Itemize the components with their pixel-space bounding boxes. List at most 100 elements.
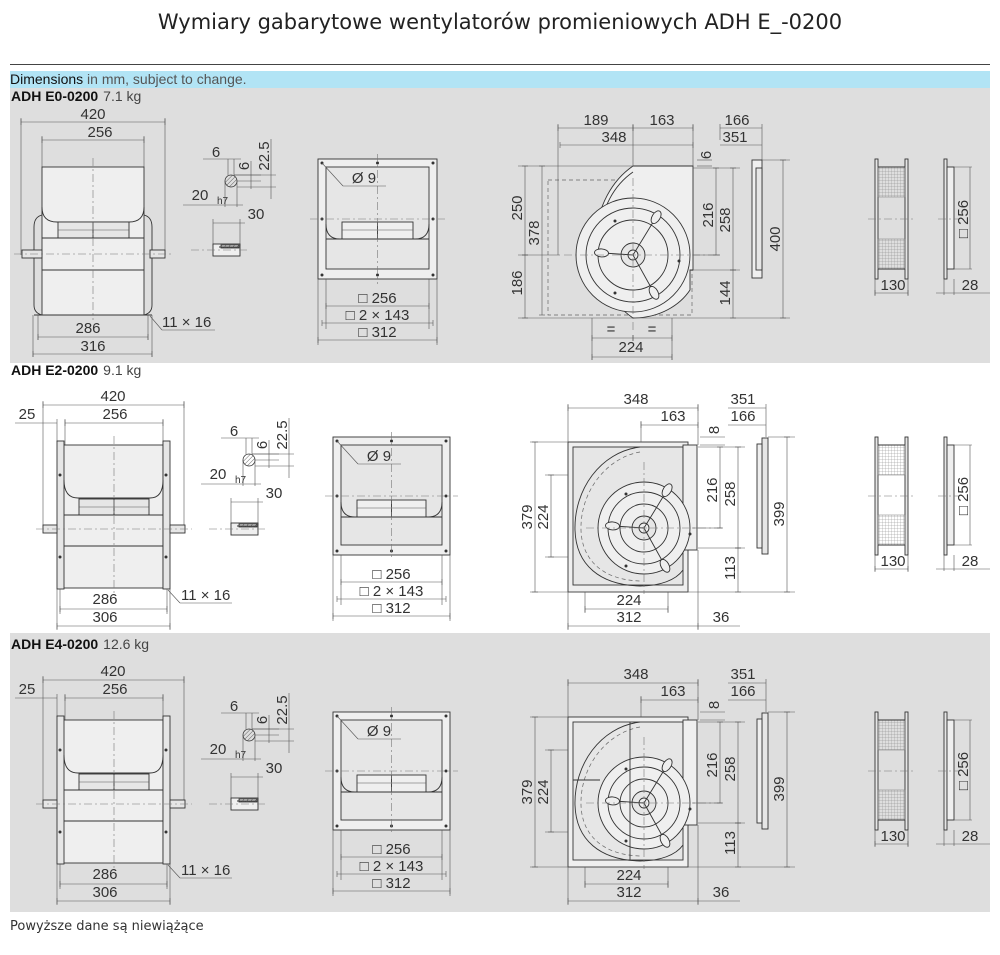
drawing-line xyxy=(336,440,359,465)
bolt-hole xyxy=(624,839,628,843)
base-outer-label: 312 xyxy=(616,884,641,901)
bolt-hole xyxy=(444,714,448,718)
drawing-line xyxy=(336,715,359,740)
scroll-right-label: 163 xyxy=(649,112,674,129)
shaft-extension-label: 25 xyxy=(19,406,36,423)
scroll-height-label: 379 xyxy=(519,504,536,529)
flange-outer-label: □ 312 xyxy=(358,324,396,341)
drawing-outline xyxy=(162,715,171,865)
bolt-hole xyxy=(58,748,62,752)
shaft-height-label: 22.5 xyxy=(274,695,291,724)
radius-258-label: 258 xyxy=(722,756,739,781)
drawing-outline xyxy=(756,443,763,549)
flange-opening-label: □ 256 xyxy=(372,566,410,583)
disclaimer-footer: Powyższe dane są niewiążące xyxy=(10,919,204,934)
key-width-label: 6 xyxy=(230,423,238,440)
radius-258-label: 258 xyxy=(717,207,734,232)
side-width-label: 130 xyxy=(880,828,905,845)
drawing-outline xyxy=(56,440,65,590)
banner-note: in mm, subject to change. xyxy=(83,71,247,87)
bolt-hole xyxy=(624,492,628,496)
side-square-label: □ 256 xyxy=(955,200,972,238)
drawing-outline xyxy=(877,238,906,270)
model-weight: 7.1 kg xyxy=(103,88,142,104)
bolt-hole xyxy=(431,273,435,277)
flange-offset-label: 166 xyxy=(730,683,755,700)
hole-diameter-label: Ø 9 xyxy=(367,448,391,465)
drawing-contour xyxy=(63,479,164,499)
below-outlet-label: 144 xyxy=(717,280,734,305)
impeller-spoke-mount xyxy=(659,833,671,848)
drawing-outline xyxy=(62,444,164,589)
bolt-hole xyxy=(376,161,379,165)
drawing-circle xyxy=(242,728,256,742)
scroll-width-label: 348 xyxy=(601,129,626,146)
scroll-width-label: 348 xyxy=(623,391,648,408)
scroll-right-label: 163 xyxy=(660,683,685,700)
key-depth-label: 6 xyxy=(236,162,253,170)
foot-inner-label: 286 xyxy=(75,320,100,337)
bolt-hole xyxy=(624,564,628,568)
flange-opening-label: □ 256 xyxy=(358,290,396,307)
panel-adh-e0 xyxy=(10,88,990,363)
drawing-contour xyxy=(580,451,641,582)
base-width-label: 224 xyxy=(616,867,641,884)
radius-216-label: 216 xyxy=(700,202,717,227)
bolt-hole xyxy=(677,259,681,263)
drawing-line xyxy=(321,162,344,187)
bolt-hole xyxy=(335,549,339,553)
foot-inner-label: 286 xyxy=(92,591,117,608)
side-width-label: 130 xyxy=(880,553,905,570)
hole-diameter-label: Ø 9 xyxy=(367,723,391,740)
shaft-diameter-label: 20 xyxy=(192,187,209,204)
bolt-hole xyxy=(58,473,62,477)
shaft-length-label: 30 xyxy=(248,206,265,223)
panel-adh-e4 xyxy=(10,633,990,912)
flange-pitch-label: □ 2 × 143 xyxy=(346,307,410,324)
bolt-hole xyxy=(444,549,448,553)
scroll-height-label: 379 xyxy=(519,779,536,804)
shaft-extension-label: 25 xyxy=(19,681,36,698)
flange-pitch-label: □ 2 × 143 xyxy=(360,583,424,600)
inner-width-label: 256 xyxy=(102,681,127,698)
base-width-label: 224 xyxy=(618,339,643,356)
equal-right-label: = xyxy=(648,321,657,338)
bolt-hole xyxy=(431,161,435,165)
bolt-hole xyxy=(444,769,448,773)
drawing-outline xyxy=(761,712,769,830)
drawing-line xyxy=(149,315,163,331)
below-outlet-label: 113 xyxy=(722,831,739,855)
drawing-line xyxy=(643,527,665,565)
bolt-hole xyxy=(613,291,617,295)
bolt-hole xyxy=(444,439,448,443)
drawing-outline xyxy=(877,789,906,821)
overall-width-label: 420 xyxy=(100,663,125,680)
drawing-outline xyxy=(877,514,906,546)
model-name: ADH E4-0200 xyxy=(11,636,99,652)
flange-offset-label: 166 xyxy=(724,112,749,129)
drawing-line xyxy=(632,254,654,292)
drawing-outline xyxy=(756,718,763,824)
below-outlet-label: 113 xyxy=(722,556,739,580)
drawing-outline xyxy=(877,444,906,476)
impeller-spoke-mount xyxy=(659,558,671,573)
drawing-outline xyxy=(877,166,906,198)
foot-outer-label: 316 xyxy=(80,338,105,355)
impeller-spoke-mount xyxy=(661,483,673,497)
side-square-label: □ 256 xyxy=(955,477,972,515)
bolt-hole xyxy=(390,714,393,718)
drawing-outline xyxy=(220,244,240,249)
flange-outer-label: □ 312 xyxy=(372,875,410,892)
bolt-hole xyxy=(164,473,168,477)
equal-left-label: = xyxy=(607,321,616,338)
overall-width-label: 420 xyxy=(100,388,125,405)
bolt-hole xyxy=(335,824,339,828)
drawing-line xyxy=(643,802,665,840)
overall-width-label: 420 xyxy=(80,106,105,123)
bolt-hole xyxy=(320,273,324,277)
shaft-tolerance-label: h7 xyxy=(235,750,247,761)
radius-216-label: 216 xyxy=(704,752,721,777)
